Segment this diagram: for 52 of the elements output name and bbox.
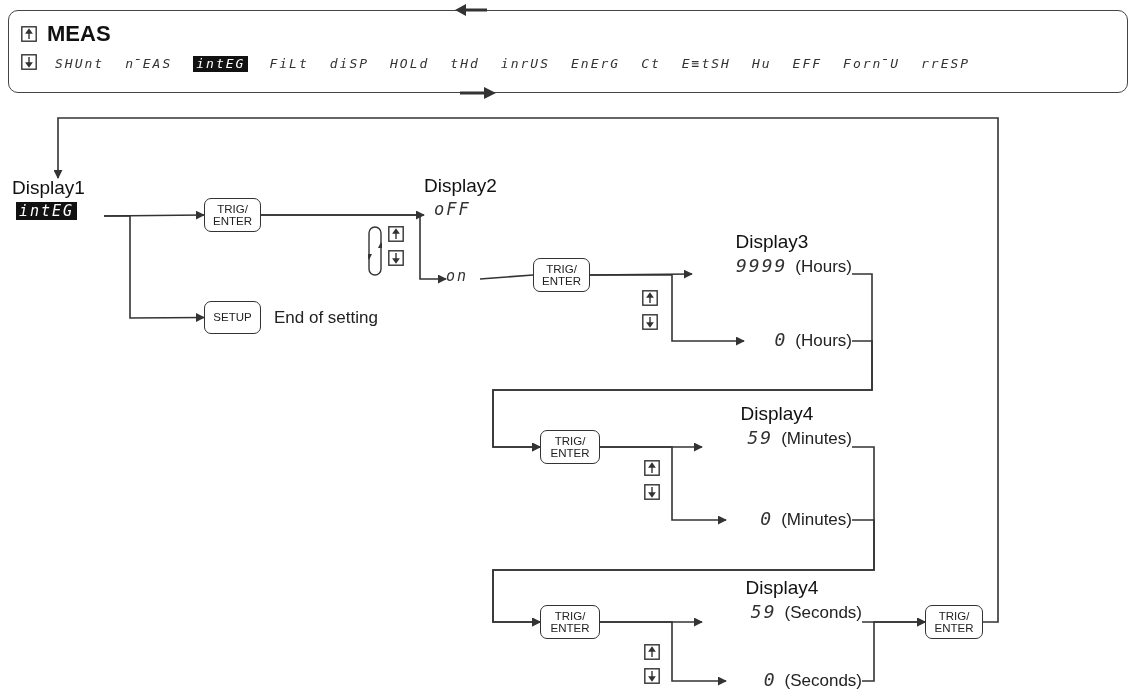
display-heading: Display1 xyxy=(12,178,85,199)
display-readout: 0 xyxy=(763,670,777,690)
display-readout: 59 xyxy=(747,427,774,448)
connector-arrow xyxy=(492,340,873,452)
display-readout: oFF xyxy=(434,199,471,219)
display-readout: 59 xyxy=(750,601,777,622)
display-heading: Display4 xyxy=(745,578,819,599)
menu-panel xyxy=(8,10,1128,93)
display-heading: Display3 xyxy=(735,232,809,253)
unit-label: (Seconds) xyxy=(784,671,862,691)
menu-item: rrESP xyxy=(921,56,971,72)
menu-item: Ct xyxy=(641,56,661,72)
connector-arrow xyxy=(861,617,926,682)
display-readout: 0 xyxy=(760,509,774,529)
display-heading: Display4 xyxy=(740,404,814,425)
key-button: TRIG/ ENTER xyxy=(204,198,261,232)
display-readout: 9999 xyxy=(735,255,788,276)
note-text: End of setting xyxy=(274,308,378,327)
connector-arrow xyxy=(589,274,745,346)
menu-item: Forn̄U xyxy=(843,56,901,72)
menu-item: E≡tSH xyxy=(681,56,731,72)
key-button: TRIG/ ENTER xyxy=(925,605,983,639)
selected-menu-item: intEG xyxy=(193,55,249,73)
menu-item: inrUS xyxy=(500,56,550,72)
connector-arrow xyxy=(492,519,875,627)
connector-arrow xyxy=(599,621,727,686)
key-button: TRIG/ ENTER xyxy=(540,605,600,639)
unit-label: (Minutes) xyxy=(781,428,852,449)
display-heading: Display2 xyxy=(424,176,497,197)
unit-label: (Hours) xyxy=(795,256,852,277)
unit-label: (Minutes) xyxy=(781,510,852,530)
connector-arrow xyxy=(599,446,727,525)
menu-title: MEAS xyxy=(47,21,111,47)
menu-item: FiLt xyxy=(269,56,309,72)
unit-label: (Seconds) xyxy=(784,602,862,623)
menu-item: HOLd xyxy=(390,56,430,72)
menu-item: Hu xyxy=(751,56,772,72)
connector-arrow xyxy=(103,215,205,323)
connector-arrow xyxy=(53,117,999,623)
display-readout: on xyxy=(446,268,469,285)
display-readout: 0 xyxy=(774,330,788,350)
display-readout: intEG xyxy=(16,201,78,221)
unit-label: (Hours) xyxy=(795,331,852,351)
menu-item: n̄EAS xyxy=(125,56,173,72)
key-button: TRIG/ ENTER xyxy=(540,430,600,464)
menu-item: EFF xyxy=(792,56,823,72)
key-button: TRIG/ ENTER xyxy=(533,258,590,292)
menu-item: EnErG xyxy=(571,56,621,72)
menu-item: diSP xyxy=(329,56,370,72)
menu-item: tHd xyxy=(450,56,480,72)
menu-item: SHUnt xyxy=(55,56,105,72)
connector-arrow xyxy=(260,214,447,284)
